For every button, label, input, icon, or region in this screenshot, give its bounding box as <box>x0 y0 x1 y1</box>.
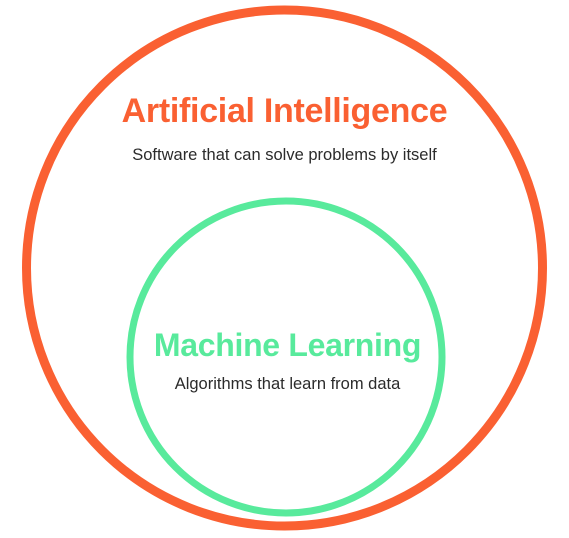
artificial-intelligence-circle <box>22 5 547 531</box>
machine-learning-title: Machine Learning <box>153 327 422 363</box>
artificial-intelligence-title: Artificial Intelligence <box>121 92 448 130</box>
machine-learning-subtitle: Algorithms that learn from data <box>174 375 401 393</box>
artificial-intelligence-subtitle: Software that can solve problems by itse… <box>132 146 437 164</box>
machine-learning-circle <box>126 197 446 517</box>
